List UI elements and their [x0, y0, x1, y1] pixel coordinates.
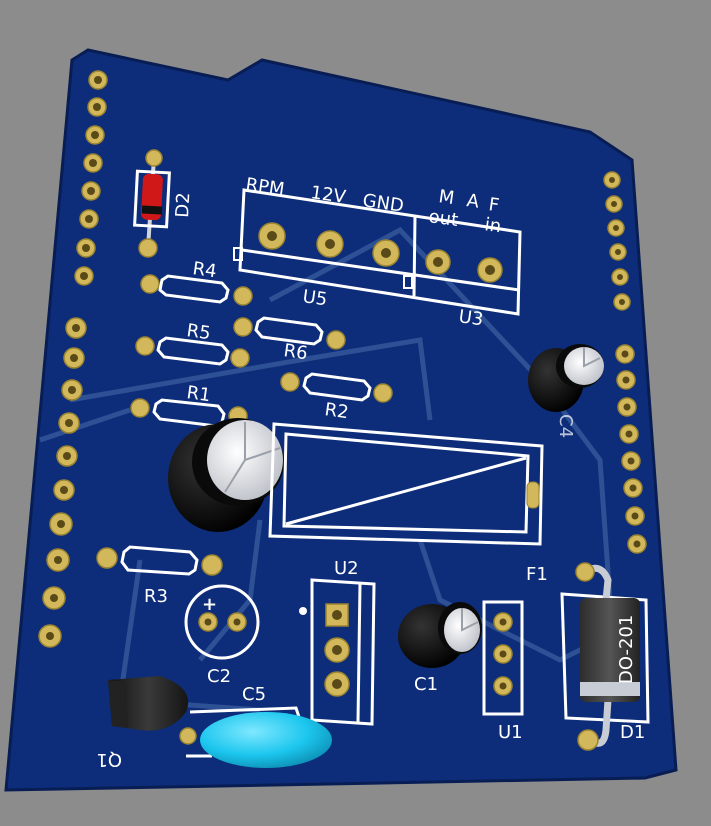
fuse-f1	[268, 422, 544, 546]
resistor-r2	[280, 372, 393, 403]
label-r5: R5	[185, 320, 212, 344]
label-u2: U2	[334, 558, 359, 579]
label-c4: C4	[555, 414, 576, 438]
label-12v: 12V	[309, 182, 347, 208]
label-r1: R1	[185, 382, 212, 406]
label-a: A	[465, 190, 481, 213]
diode-d1	[560, 562, 650, 751]
label-c2: C2	[207, 666, 231, 687]
label-u1: U1	[498, 722, 523, 743]
ic-u1	[482, 600, 524, 716]
capacitor-large	[168, 418, 284, 532]
capacitor-c1	[398, 602, 482, 668]
pcb-board	[4, 48, 678, 792]
label-d1-package: DO-201	[616, 615, 637, 684]
resistor-r4	[140, 274, 253, 306]
transistor-q1	[108, 676, 189, 731]
capacitor-c2	[184, 584, 260, 660]
capacitor-c5	[179, 706, 332, 768]
right-header-pads	[603, 171, 647, 554]
diode-d2	[133, 149, 171, 258]
terminal-block-u5-u3	[233, 188, 522, 316]
label-c5: C5	[242, 684, 266, 705]
label-r6: R6	[282, 340, 309, 364]
label-f1: F1	[526, 564, 548, 585]
label-in: in	[483, 214, 502, 237]
capacitor-c4	[528, 344, 604, 412]
label-f: F	[487, 194, 500, 216]
label-r2: R2	[323, 399, 350, 423]
label-r3: R3	[144, 586, 168, 607]
resistor-r3	[96, 545, 223, 576]
label-r4: R4	[191, 258, 218, 282]
label-u3: U3	[457, 306, 484, 330]
resistor-r5	[135, 336, 250, 368]
label-c1: C1	[414, 674, 438, 695]
label-d2: D2	[172, 192, 194, 218]
left-header-pads	[38, 70, 108, 648]
resistor-r6	[233, 316, 346, 350]
label-u5: U5	[301, 286, 328, 310]
label-q1: Q1	[96, 749, 122, 770]
label-d1: D1	[620, 722, 645, 743]
label-m: M	[437, 186, 455, 209]
label-out: out	[427, 206, 459, 231]
regulator-u2	[299, 578, 376, 726]
label-c2-plus: +	[202, 594, 217, 615]
